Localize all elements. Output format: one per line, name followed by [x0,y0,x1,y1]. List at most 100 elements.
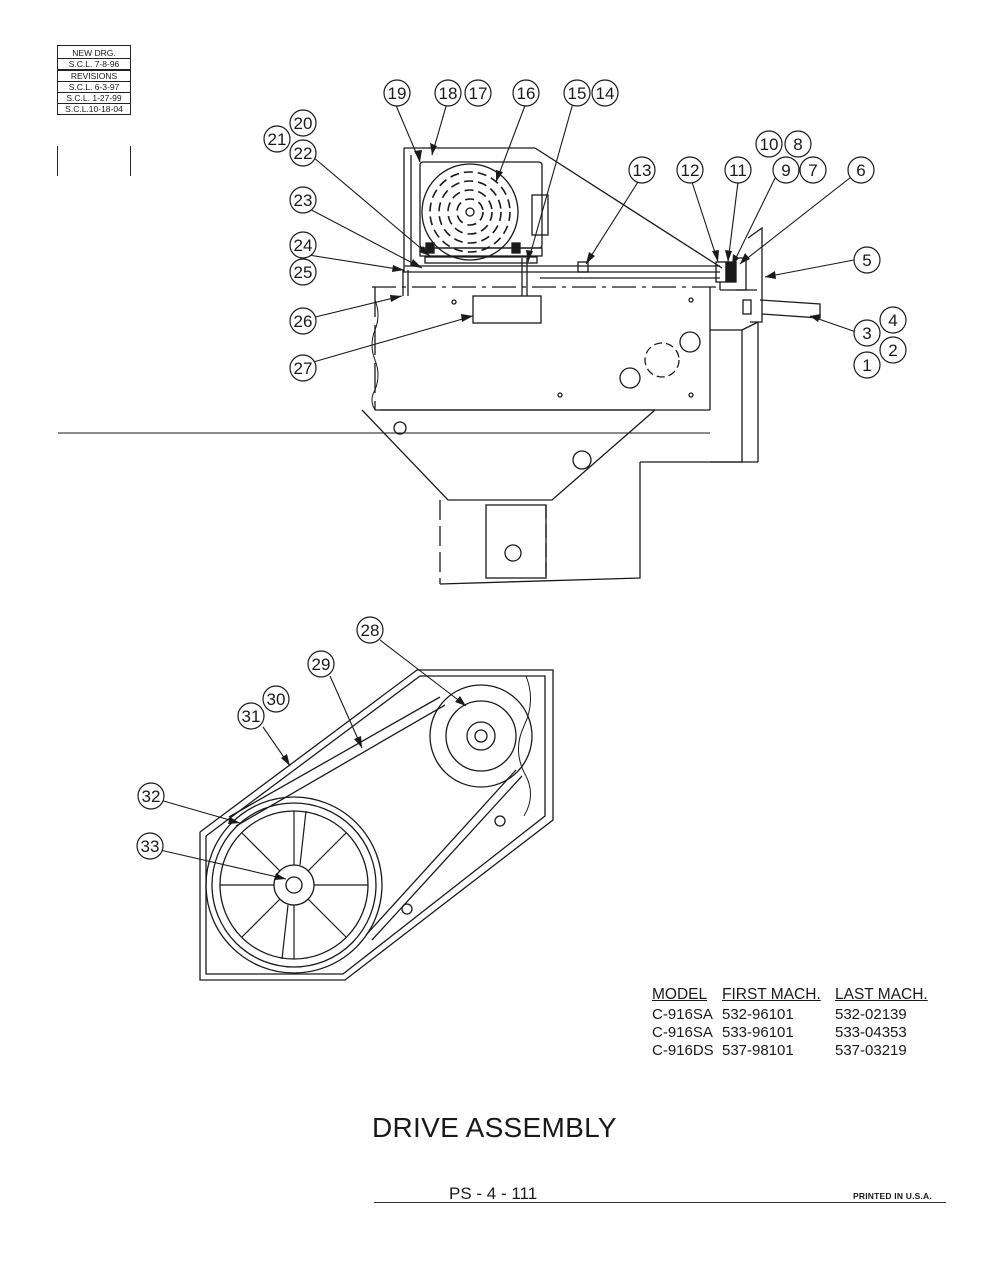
callout-circle [307,650,335,678]
callout-16: 16 [512,79,540,107]
callout-18: 18 [434,79,462,107]
table-row: C-916SA 533-96101 533-04353 [652,1024,948,1042]
leader-arrowheads [228,143,821,880]
callout-group: 1234567891011121314151617181920212223242… [136,79,907,860]
revision-header-line-1: NEW DRG. [58,46,130,59]
callout-label: 6 [856,161,865,180]
callout-circle [853,246,881,274]
callout-circle [724,156,752,184]
callout-circle [847,156,875,184]
callout-label: 17 [469,84,488,103]
callout-circle [628,156,656,184]
header-first-mach: FIRST MACH. [722,986,821,1003]
callout-6: 6 [847,156,875,184]
callout-circle [262,685,290,713]
revision-entry: S.C.L.10-18-04 [65,104,123,114]
callout-label: 16 [517,84,536,103]
model-serial-table: MODEL FIRST MACH. LAST MACH. C-916SA 532… [652,986,948,1060]
callout-circle [676,156,704,184]
first-mach-cell: 537-98101 [722,1042,794,1059]
callout-26: 26 [289,307,317,335]
callout-label: 5 [862,251,871,270]
callout-circle [853,319,881,347]
callout-7: 7 [799,156,827,184]
callout-label: 10 [760,135,779,154]
callout-5: 5 [853,246,881,274]
revision-block-blank-rows [57,146,131,176]
callout-1: 1 [853,351,881,379]
callout-label: 21 [268,130,287,149]
callout-circle [289,258,317,286]
callout-label: 11 [729,161,747,180]
callout-label: 32 [142,787,161,806]
callout-29: 29 [307,650,335,678]
callout-circle [591,79,619,107]
callout-label: 23 [294,191,313,210]
callout-24: 24 [289,231,317,259]
header-last-mach: LAST MACH. [835,986,928,1003]
callout-17: 17 [464,79,492,107]
callout-circle [879,336,907,364]
callout-14: 14 [591,79,619,107]
model-cell: C-916DS [652,1042,714,1059]
printed-in-usa-note: PRINTED IN U.S.A. [853,1191,932,1201]
callout-circle [289,354,317,382]
callout-circle [512,79,540,107]
callout-19: 19 [383,79,411,107]
callout-15: 15 [563,79,591,107]
machine-body-upper [361,286,759,585]
revisions-label: REVISIONS [58,70,130,82]
callout-label: 24 [294,236,313,255]
callout-label: 15 [568,84,587,103]
callout-27: 27 [289,354,317,382]
callout-32: 32 [137,782,165,810]
last-mach-cell: 537-03219 [835,1042,907,1059]
callout-circle [434,79,462,107]
callout-21: 21 [263,125,291,153]
table-row: C-916SA 532-96101 532-02139 [652,1006,948,1024]
callout-23: 23 [289,186,317,214]
callout-9: 9 [772,156,800,184]
callout-12: 12 [676,156,704,184]
callout-circle [799,156,827,184]
footer-rule [374,1202,946,1203]
callout-label: 19 [388,84,407,103]
callout-10: 10 [755,130,783,158]
callout-8: 8 [784,130,812,158]
callout-label: 1 [862,356,871,375]
callout-circle [263,125,291,153]
callout-25: 25 [289,258,317,286]
first-mach-cell: 532-96101 [722,1006,794,1023]
callout-label: 2 [888,341,897,360]
callout-label: 26 [294,312,313,331]
callout-13: 13 [628,156,656,184]
callout-circle [289,307,317,335]
model-cell: C-916SA [652,1006,713,1023]
callout-3: 3 [853,319,881,347]
callout-circle [755,130,783,158]
callout-circle [563,79,591,107]
callout-label: 29 [312,655,331,674]
header-model: MODEL [652,986,708,1003]
callout-label: 22 [294,144,313,163]
callout-30: 30 [262,685,290,713]
first-mach-cell: 533-96101 [722,1024,794,1041]
page-number: PS - 4 - 111 [449,1184,538,1203]
last-mach-cell: 533-04353 [835,1024,907,1041]
callout-circle [356,616,384,644]
callout-label: 30 [267,690,286,709]
callout-circle [289,231,317,259]
callout-label: 33 [141,837,160,856]
revision-block: NEW DRG. S.C.L. 7-8-96 REVISIONS S.C.L. … [57,45,131,115]
callout-2: 2 [879,336,907,364]
callout-circle [289,186,317,214]
callout-circle [772,156,800,184]
callout-label: 7 [808,161,817,180]
callout-circle [784,130,812,158]
revision-header-line-2: S.C.L. 7-8-96 [58,59,130,70]
page-title: DRIVE ASSEMBLY [372,1112,617,1143]
callout-circle [383,79,411,107]
callout-label: 8 [793,135,802,154]
